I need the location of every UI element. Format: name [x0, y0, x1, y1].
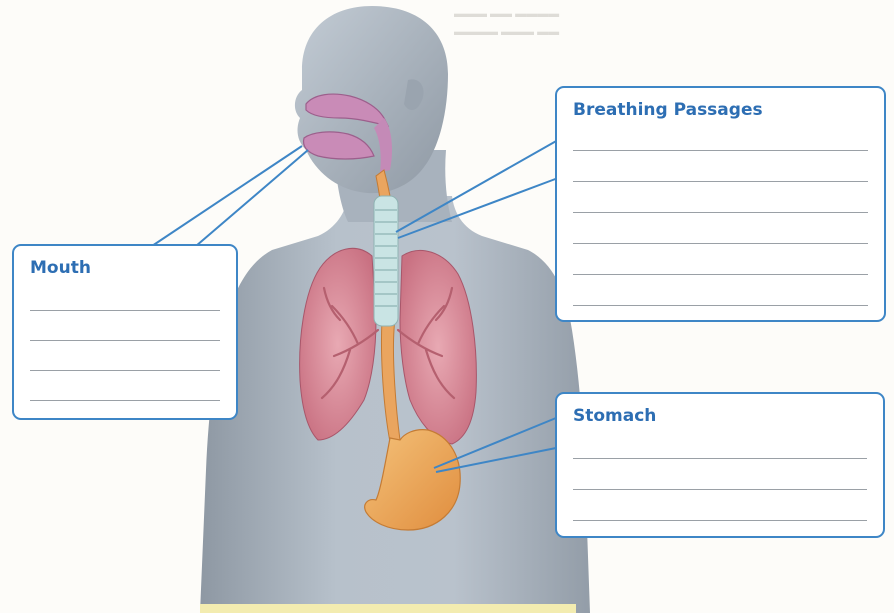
stomach-answer-line[interactable] — [573, 520, 867, 521]
mouth-answer-line[interactable] — [30, 340, 220, 341]
trachea — [373, 195, 399, 327]
callout-leader-lines — [151, 139, 559, 473]
stomach-organ — [364, 429, 461, 531]
breathing-passages-label-box: Breathing Passages — [555, 86, 886, 322]
stomach-answer-line[interactable] — [573, 489, 867, 490]
background-bleed-text: ▬▬▬▬ ▬▬▬ ▬▬ — [454, 26, 560, 38]
right-lung — [299, 247, 377, 441]
left-lung — [399, 249, 477, 445]
stomach-answer-line[interactable] — [573, 458, 867, 459]
stomach-label-title: Stomach — [573, 406, 657, 426]
mouth-label-box: Mouth — [12, 244, 238, 420]
breathing-passages-answer-line[interactable] — [573, 243, 868, 244]
mouth-answer-line[interactable] — [30, 370, 220, 371]
stomach-label-box: Stomach — [555, 392, 885, 538]
breathing-passages-answer-line[interactable] — [573, 305, 868, 306]
lungs — [299, 247, 477, 445]
background-bleed-text: ▬▬▬ ▬▬ ▬▬▬▬ — [454, 8, 560, 20]
nasal-oral-cavity — [302, 93, 392, 172]
breathing-passages-answer-line[interactable] — [573, 181, 868, 182]
bronchial-tree — [320, 286, 456, 400]
breathing-passages-answer-line[interactable] — [573, 212, 868, 213]
stomach-leader — [433, 417, 557, 473]
breathing-passages-label-title: Breathing Passages — [573, 100, 763, 120]
breathing-passages-answer-line[interactable] — [573, 150, 868, 151]
mouth-leader — [151, 145, 309, 247]
breathing-passages-leader — [395, 139, 559, 239]
page-edge-highlight — [200, 604, 576, 613]
mouth-answer-line[interactable] — [30, 310, 220, 311]
breathing-passages-answer-line[interactable] — [573, 274, 868, 275]
mouth-answer-line[interactable] — [30, 400, 220, 401]
mouth-label-title: Mouth — [30, 258, 91, 278]
